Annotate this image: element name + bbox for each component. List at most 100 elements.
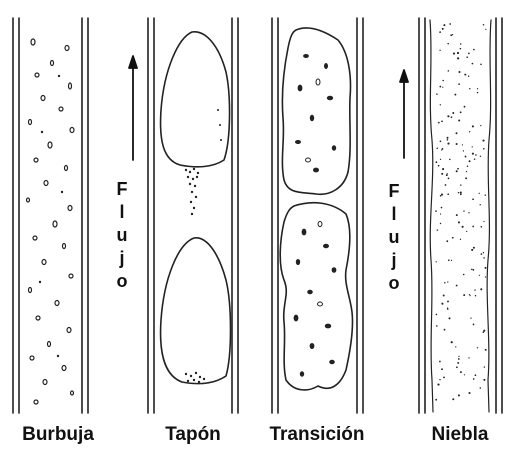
mist-droplet (462, 144, 463, 145)
mist-droplet (441, 173, 443, 175)
mist-droplet (474, 289, 475, 290)
mist-droplet (447, 137, 449, 139)
mist-droplet (456, 366, 458, 368)
mist-droplet (447, 43, 449, 45)
mist-droplet (456, 132, 458, 134)
mist-droplet (460, 43, 461, 44)
mist-droplet (442, 87, 443, 88)
mist-droplet (463, 150, 464, 151)
mist-droplet (466, 231, 467, 232)
mist-droplet (458, 192, 459, 193)
mist-droplet (469, 295, 470, 296)
mist-droplet (473, 269, 475, 271)
mist-droplet (447, 115, 449, 117)
mist-droplet (481, 253, 483, 255)
mist-droplet (475, 374, 477, 376)
mist-droplet (446, 240, 448, 242)
mist-droplet (460, 111, 462, 113)
mist-droplet (472, 146, 473, 147)
mist-droplet (447, 143, 449, 145)
label-transition: Transición (257, 424, 377, 446)
flow-letter: j (384, 249, 404, 272)
mist-droplet (464, 374, 465, 375)
plug-droplets (185, 109, 222, 383)
flow-letter: j (112, 247, 132, 270)
mist-droplet (457, 168, 459, 170)
mist-droplet (460, 184, 461, 185)
mist-droplet (447, 139, 449, 141)
mist-droplet (474, 158, 476, 160)
flow-arrow-left (129, 56, 137, 160)
mist-droplet (458, 356, 459, 357)
mist-droplet (449, 159, 451, 161)
mist-droplet (457, 57, 459, 59)
mist-droplet (485, 29, 486, 30)
mist-droplet (471, 249, 473, 251)
mist-droplet (436, 93, 438, 95)
mist-droplet (435, 399, 437, 401)
flow-letter: l (112, 201, 132, 224)
mist-droplet (462, 226, 464, 228)
mist-droplet (479, 275, 480, 276)
mist-droplet (468, 392, 470, 394)
plug-tube (148, 18, 238, 413)
mist-droplet (485, 194, 486, 195)
mist-droplet (473, 324, 475, 326)
mist-droplet (441, 303, 443, 305)
label-mist: Niebla (400, 424, 516, 446)
mist-droplet (480, 64, 482, 66)
gas-plug-upper (161, 32, 230, 167)
mist-droplet (480, 125, 481, 126)
mist-droplet (463, 210, 464, 211)
mist-droplet (438, 165, 440, 167)
mist-droplet (483, 330, 485, 332)
mist-droplet (460, 48, 462, 50)
mist-droplet (436, 161, 438, 163)
mist-droplet (460, 371, 462, 373)
mist-droplet (443, 24, 445, 26)
mist-droplet (447, 281, 448, 282)
mist-droplet (439, 50, 440, 51)
mist-droplet (443, 376, 445, 378)
flow-label-left: F l u j o (112, 178, 132, 293)
mist-droplet (464, 74, 466, 76)
mist-droplet (472, 198, 474, 200)
label-plug: Tapón (133, 424, 253, 446)
bubble-tube (13, 18, 88, 413)
mist-droplet (458, 221, 460, 223)
mist-droplet (466, 56, 468, 58)
mist-droplet (442, 80, 444, 82)
mist-droplet (469, 88, 470, 89)
mist-droplet (440, 213, 441, 214)
mist-droplet (479, 193, 480, 194)
mist-droplet (436, 314, 438, 316)
mist-droplet (451, 341, 453, 343)
mist-droplet (460, 239, 461, 240)
mist-droplet (446, 174, 448, 176)
churn-region-lower (280, 203, 352, 390)
flow-arrow-right (400, 70, 408, 158)
mist-droplet (484, 267, 486, 269)
mist-droplet (480, 156, 481, 157)
mist-droplet (439, 361, 441, 363)
mist-droplet (483, 379, 485, 381)
mist-droplet (467, 166, 469, 168)
mist-droplet (438, 122, 440, 124)
mist-droplet (463, 274, 465, 276)
mist-film-right (487, 20, 491, 412)
mist-film-left (430, 20, 433, 412)
mist-droplet (441, 368, 443, 370)
gas-plug-lower (161, 238, 231, 384)
mist-droplet (472, 125, 474, 127)
flow-letter: u (112, 224, 132, 247)
mist-droplet (469, 131, 470, 132)
flow-label-right: F l u j o (384, 180, 404, 295)
mist-droplet (484, 366, 485, 367)
mist-droplet (454, 94, 456, 96)
mist-droplet (485, 276, 486, 277)
mist-droplet (448, 70, 450, 72)
mist-droplet (439, 86, 441, 88)
mist-droplet (470, 317, 471, 318)
mist-droplet (440, 104, 441, 105)
